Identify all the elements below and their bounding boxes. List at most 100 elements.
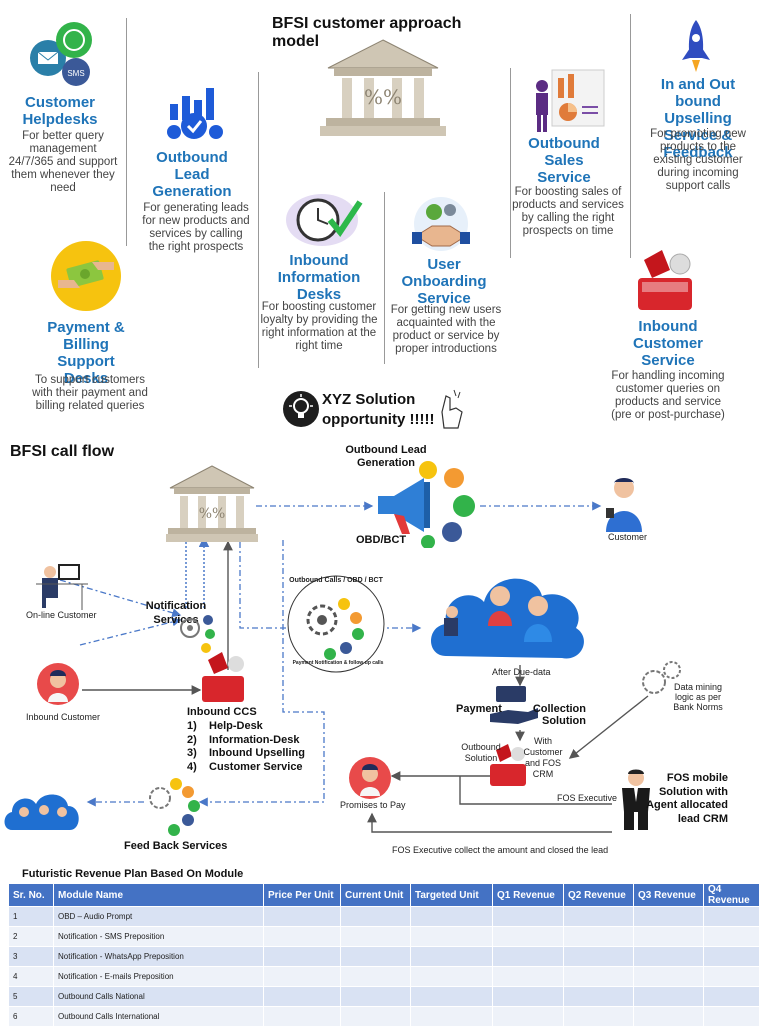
col-header: Targeted Unit [410,883,493,907]
outbound-calls-ring [287,575,385,673]
chart-gear-icon [167,88,223,139]
service-desc-outbound-lead: For generating leads for new products an… [142,202,250,253]
service-title-payment: Payment & Billing Support Desks [47,319,125,387]
flow-title: BFSI call flow [10,443,115,460]
col-header: Current Unit [340,883,411,907]
col-header: Sr. No. [8,883,54,907]
bank-icon: %% [320,39,446,136]
handshake-icon [412,197,470,251]
customer-label: Customer [608,532,648,542]
revenue-title: Futuristic Revenue Plan Based On Module [22,868,244,880]
svg-text:SMS: SMS [67,69,84,78]
phone-icon [638,250,692,310]
inbound-customer-avatar-icon [37,663,79,705]
inbound-ccs-list: 1) Help-Desk 2) Information-Desk 3) Inbo… [187,720,305,774]
after-due-label: After Due-data [492,667,551,677]
cell: 4 [8,966,54,987]
col-header: Q3 Revenue [633,883,704,907]
with-customer-label: With Customer and FOS CRM [523,736,563,779]
col-header: Price Per Unit [263,883,341,907]
inbound-phone-icon [202,652,244,702]
inbound-ccs-item: 2) Information-Desk [187,733,300,746]
cell: 5 [8,986,54,1007]
data-mining-label: Data mining logic as per Bank Norms [673,682,723,712]
megaphone-icon [378,461,475,548]
feedback-label: Feed Back Services [124,840,228,852]
promises-avatar-icon [349,757,391,799]
service-title-outbound-sales: Outbound Sales Service [528,135,600,186]
hand-icon [441,389,463,429]
outbound-phone-icon [490,744,526,786]
svg-text:%%: %% [199,506,226,522]
payment-label: Payment [456,703,502,715]
service-title-helpdesk: Customer Helpdesks [22,94,98,128]
svg-text:%%: %% [364,85,402,109]
fos-collect-label: FOS Executive collect the amount and clo… [392,845,609,855]
service-desc-helpdesk: For better query management 24/7/365 and… [8,130,118,194]
online-customer-label: On-line Customer [26,610,97,620]
bank-icon: %% [166,465,258,542]
outbound-lead-label: Outbound Lead Generation [345,444,427,469]
collection-label: Collection Solution [532,703,586,727]
fos-agent-icon [622,769,650,830]
inbound-ccs-item: 3) Inbound Upselling [187,747,305,759]
rocket-icon [682,20,710,72]
inbound-ccs-title: Inbound CCS [187,706,257,718]
approach-title: BFSI customer approach model [272,15,462,50]
solution-text: XYZ Solution opportunity !!!!! [322,391,435,428]
customer-avatar-icon [606,478,642,532]
inbound-customer-label: Inbound Customer [26,712,101,722]
cell: 1 [8,906,54,927]
cell: Outbound Calls National [53,986,264,1007]
fos-mobile-label: FOS mobile Solution with Agent allocated… [646,772,728,825]
whatsapp-chat-icon: SMS [30,22,92,86]
cell: 3 [8,946,54,967]
fos-executive-label: FOS Executive [557,793,618,803]
payment-hand-icon [490,686,538,724]
service-title-upselling: In and Out bound Upselling Service & Fee… [660,76,736,161]
divider [258,72,259,368]
col-header: Q4 Revenue [703,883,760,907]
outbound-solution-label: Outbound Solution [461,742,501,763]
divider [510,68,511,258]
cell: OBD – Audio Prompt [53,906,264,927]
service-title-outbound-lead: Outbound Lead Generation [152,149,232,200]
service-desc-inbound-cs: For handling incoming customer queries o… [611,370,725,421]
agents-cloud-icon [431,578,584,659]
cell: Notification - SMS Preposition [53,926,264,947]
outbound-calls-ring-label: Outbound Calls / OBD / BCT [289,577,383,584]
col-header: Q1 Revenue [492,883,564,907]
money-icon [51,241,121,311]
cell: 2 [8,926,54,947]
service-desc-inbound-info: For boosting customer loyalty by providi… [260,301,378,352]
lightbulb-icon [283,391,319,427]
obd-bct-label: OBD/BCT [356,534,407,546]
online-customer-icon [36,564,88,610]
service-title-inbound-info: Inbound Information Desks [277,252,361,303]
notification-gear-icon [180,615,215,653]
service-title-onboarding: User Onboarding Service [401,256,487,307]
promises-label: Promises to Pay [340,800,406,810]
divider [384,192,385,364]
data-mining-gear-icon [642,661,681,694]
cell: Notification - E-mails Preposition [53,966,264,987]
service-title-inbound-cs: Inbound Customer Service [632,318,703,369]
inbound-ccs-item: 1) Help-Desk [187,720,263,732]
cell: Outbound Calls International [53,1006,264,1027]
feedback-cloud-icon [4,794,79,830]
cell: Notification - WhatsApp Preposition [53,946,264,967]
col-header: Q2 Revenue [563,883,634,907]
presentation-icon [536,69,605,132]
divider [630,14,631,258]
service-desc-upselling: For promoting new products to the existi… [650,128,746,192]
col-header: Module Name [53,883,264,907]
clock-check-icon [286,194,363,246]
divider [126,18,127,246]
service-desc-outbound-sales: For boosting sales of products and servi… [512,186,624,237]
inbound-ccs-item: 4) Customer Service [187,760,303,773]
notification-label: Notification Services [145,600,207,626]
